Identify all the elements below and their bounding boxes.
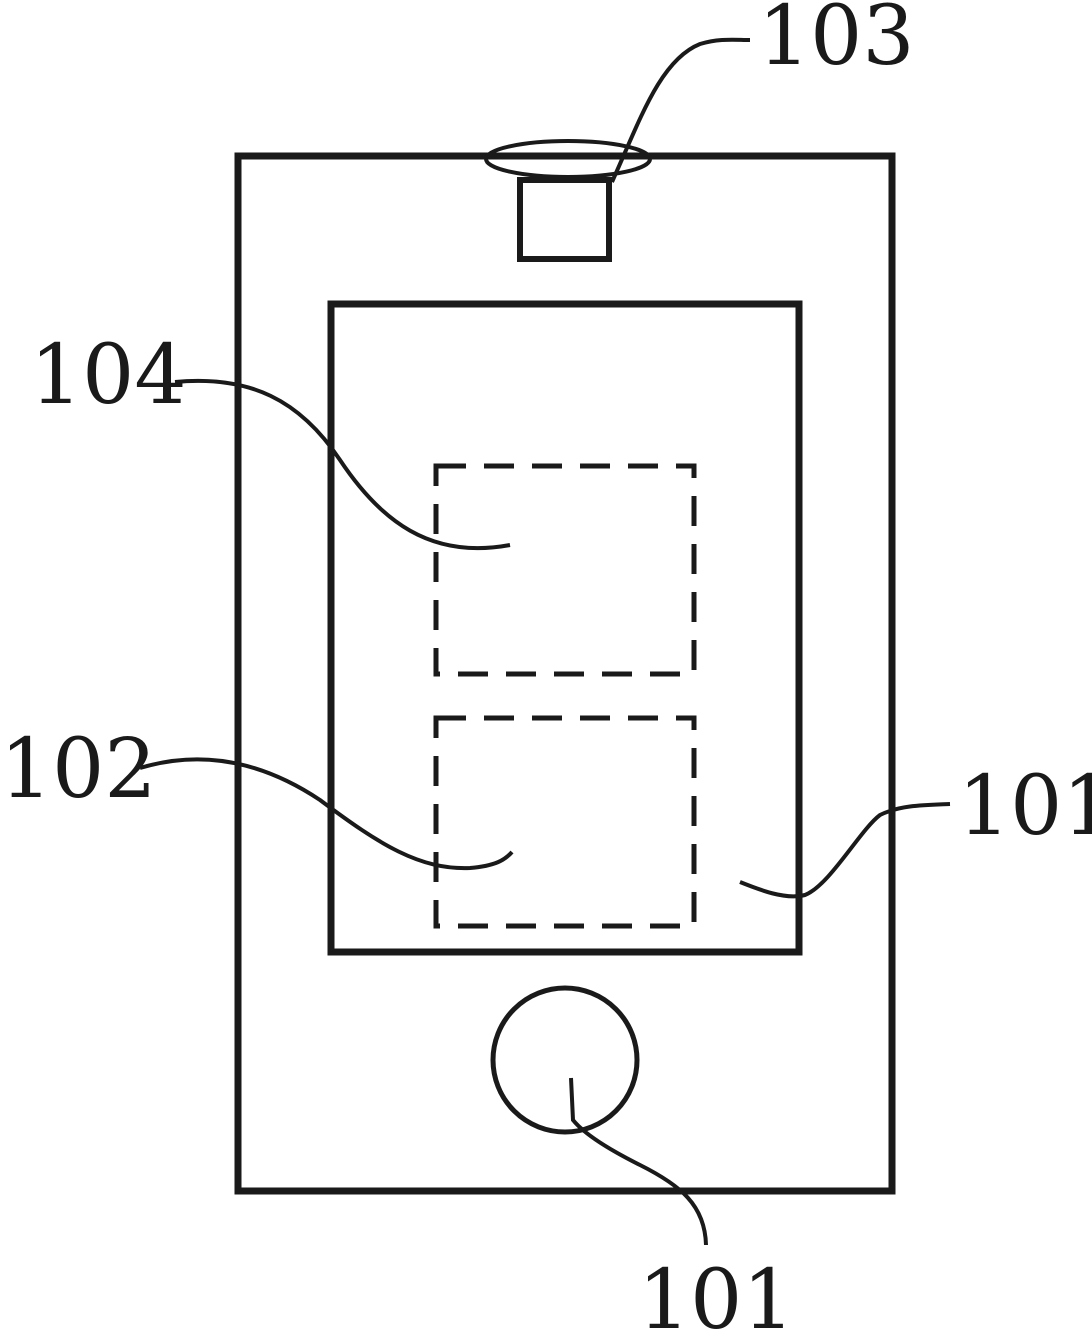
home-button-circle bbox=[493, 988, 637, 1132]
label-101-button: 101 bbox=[638, 1253, 795, 1339]
leader-line-103 bbox=[612, 40, 750, 182]
lower-dashed-region bbox=[436, 718, 694, 926]
camera-module bbox=[520, 180, 609, 259]
label-103: 103 bbox=[758, 0, 915, 84]
leader-line-102 bbox=[140, 759, 512, 868]
upper-dashed-region bbox=[436, 466, 694, 674]
label-102: 102 bbox=[0, 722, 157, 817]
leader-line-101-button bbox=[571, 1078, 706, 1245]
label-101-display: 101 bbox=[958, 759, 1092, 854]
label-104: 104 bbox=[30, 328, 187, 423]
leader-line-101-display bbox=[740, 804, 950, 896]
